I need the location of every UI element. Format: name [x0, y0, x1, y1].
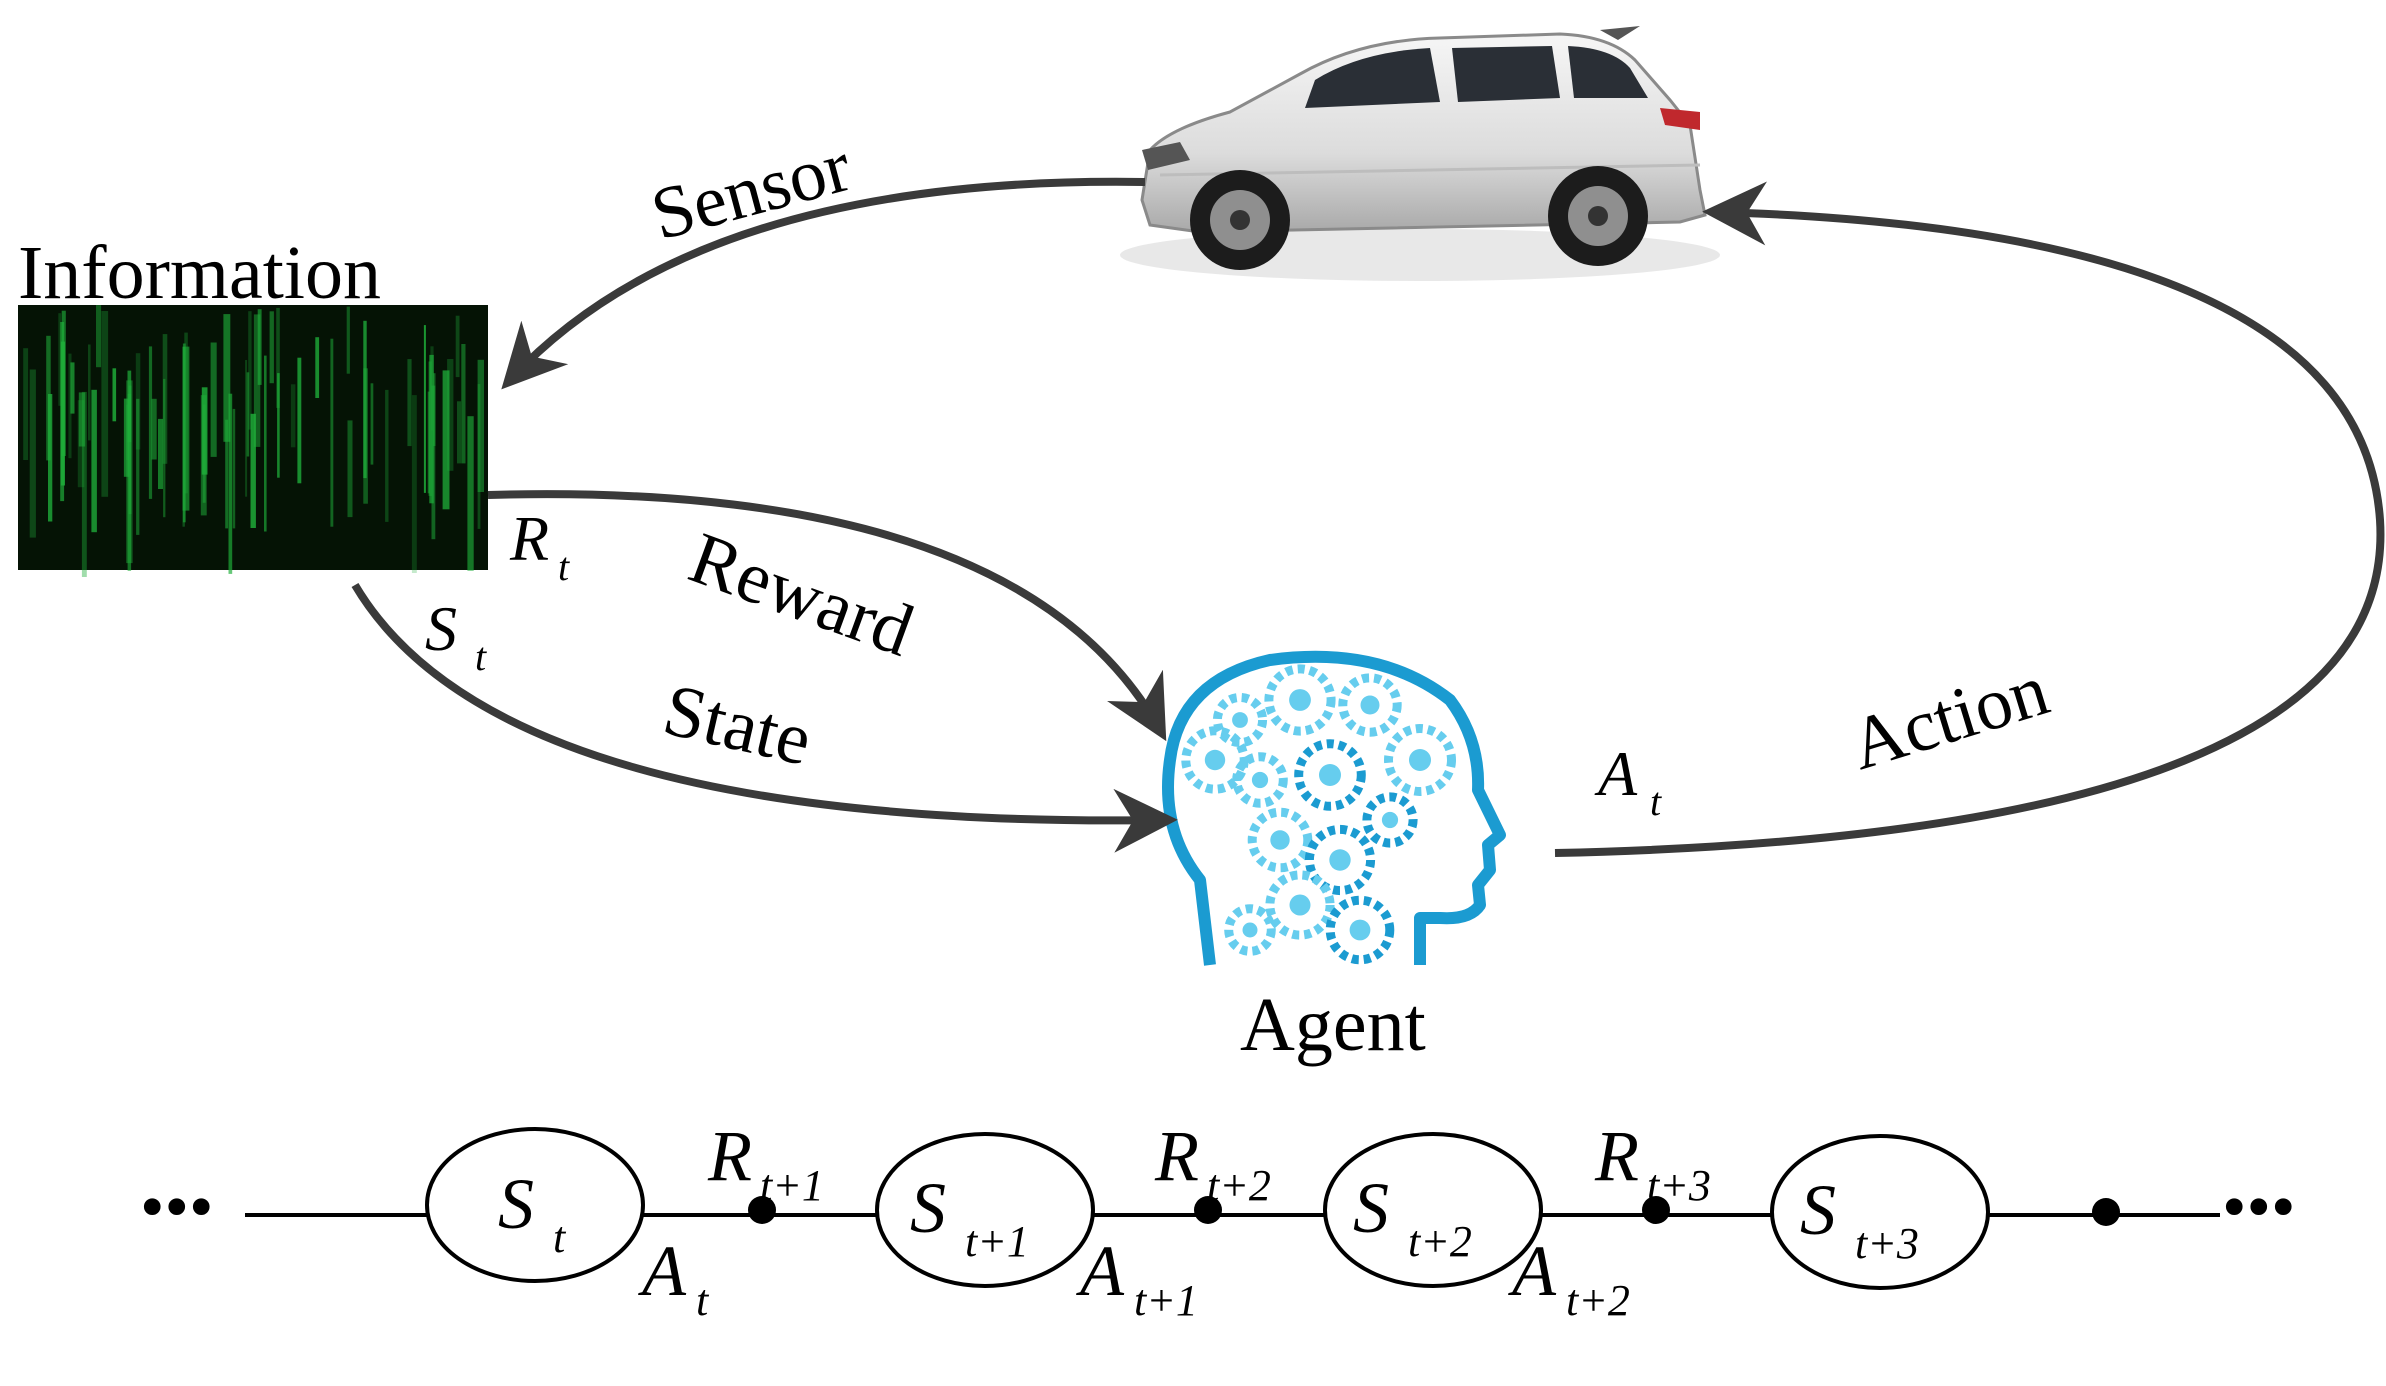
sensor-label: Sensor — [643, 125, 859, 256]
svg-text:t: t — [696, 1276, 710, 1325]
svg-text:S: S — [910, 1168, 946, 1248]
state-node: S t — [425, 1127, 645, 1283]
sensor-arrow — [501, 177, 1146, 390]
state-symbol: S t — [425, 593, 487, 679]
svg-text:t+1: t+1 — [760, 1161, 824, 1210]
svg-text:A: A — [1076, 1231, 1125, 1311]
svg-text:S: S — [425, 593, 457, 664]
reward-arrow — [487, 490, 1167, 742]
agent-label: Agent — [1240, 983, 1426, 1067]
action-symbol: A t — [1594, 738, 1662, 824]
brain-gears-icon — [1162, 650, 1506, 966]
svg-text:A: A — [1508, 1231, 1557, 1311]
action-label: Action — [1841, 649, 2058, 786]
svg-text:R: R — [509, 503, 549, 574]
car-icon — [1120, 26, 1720, 281]
chain-dot — [1194, 1196, 1222, 1224]
matrix-code-icon — [18, 305, 488, 577]
svg-text:t+2: t+2 — [1566, 1276, 1630, 1325]
svg-text:A: A — [1594, 738, 1638, 809]
svg-text:S: S — [1800, 1170, 1836, 1250]
chain-dot — [1642, 1196, 1670, 1224]
svg-text:t+1: t+1 — [1134, 1276, 1198, 1325]
action-arrow — [1554, 181, 2385, 857]
svg-text:t+2: t+2 — [1408, 1217, 1472, 1266]
svg-text:R: R — [707, 1116, 752, 1196]
svg-text:t+2: t+2 — [1207, 1161, 1271, 1210]
svg-text:S: S — [498, 1164, 534, 1244]
action-label-chain: A t+1 — [1076, 1231, 1198, 1325]
svg-text:t: t — [558, 544, 570, 589]
svg-text:t: t — [553, 1213, 567, 1262]
reward-label-chain: R t+3 — [1594, 1116, 1711, 1210]
svg-text:t: t — [475, 634, 487, 679]
svg-text:R: R — [1594, 1116, 1639, 1196]
svg-text:S: S — [1353, 1168, 1389, 1248]
chain-dots — [748, 1196, 2120, 1226]
svg-text:t+1: t+1 — [965, 1217, 1029, 1266]
svg-text:t+3: t+3 — [1647, 1161, 1711, 1210]
information-label: Information — [18, 231, 381, 315]
chain-dot — [748, 1196, 776, 1224]
action-label-chain: A t — [638, 1231, 710, 1325]
svg-text:t: t — [1650, 779, 1662, 824]
state-arrow — [351, 582, 1178, 853]
svg-text:A: A — [638, 1231, 687, 1311]
left-ellipsis: ••• — [140, 1169, 214, 1246]
svg-text:t+3: t+3 — [1855, 1219, 1919, 1268]
state-node: S t+1 — [875, 1132, 1095, 1288]
reward-label-chain: R t+1 — [707, 1116, 824, 1210]
chain-dot — [2092, 1198, 2120, 1226]
state-node: S t+3 — [1770, 1134, 1990, 1290]
right-ellipsis: ••• — [2222, 1169, 2296, 1246]
state-node: S t+2 — [1323, 1132, 1543, 1288]
state-label: State — [656, 669, 819, 782]
reward-label: Reward — [679, 517, 923, 673]
markov-chain: ••• ••• S t S t+1 S t+2 S t+3 — [140, 1116, 2296, 1325]
action-label-chain: A t+2 — [1508, 1231, 1630, 1325]
svg-text:R: R — [1154, 1116, 1199, 1196]
reward-label-chain: R t+2 — [1154, 1116, 1271, 1210]
reward-symbol: R t — [509, 503, 570, 589]
